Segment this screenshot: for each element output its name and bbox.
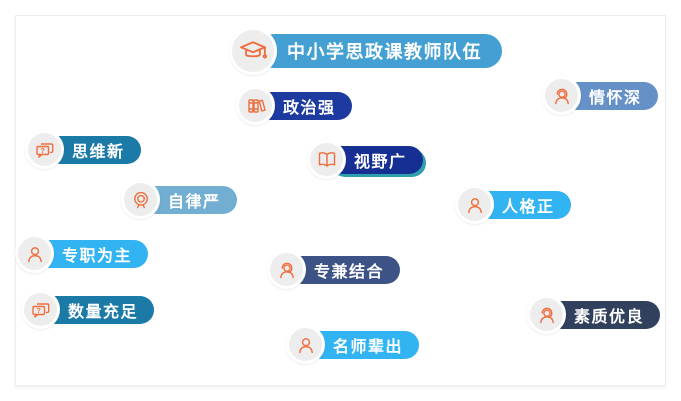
- badge-new-thinking: ? 思维新: [25, 130, 141, 169]
- badge-famous-teachers: 名师辈出: [286, 325, 420, 364]
- chat-question-icon: ?: [21, 290, 60, 329]
- badge-teacher-team: 中小学思政课教师队伍: [229, 27, 502, 75]
- badge-label: 数量充足: [42, 295, 155, 324]
- user-icon: [455, 185, 494, 224]
- badge-broad-vision: 视野广: [307, 140, 423, 179]
- badge-label: 中小学思政课教师队伍: [257, 34, 502, 68]
- user-icon: [286, 325, 325, 364]
- badge-strict-self-discipline: 自律严: [121, 180, 237, 219]
- user-icon: [15, 234, 54, 273]
- badge-sufficient-quantity: ? 数量充足: [21, 290, 155, 329]
- badge-full-and-part-time: 专兼结合: [267, 250, 401, 289]
- badge-mainly-full-time: 专职为主: [15, 234, 149, 273]
- headset-person-icon: [527, 295, 566, 334]
- books-icon: [236, 86, 275, 125]
- headset-person-icon: [542, 76, 581, 115]
- graduation-cap-icon: [229, 27, 277, 75]
- medal-icon: [121, 180, 160, 219]
- badge-upright-personality: 人格正: [455, 185, 571, 224]
- badge-label: 专职为主: [36, 239, 149, 268]
- badge-label: 专兼结合: [288, 255, 401, 284]
- headset-person-icon: [267, 250, 306, 289]
- svg-text:?: ?: [40, 145, 45, 154]
- badge-political-strength: 政治强: [236, 86, 352, 125]
- badge-label: 情怀深: [563, 81, 658, 110]
- open-book-icon: [307, 140, 346, 179]
- badge-label: 名师辈出: [307, 330, 420, 359]
- badge-deep-feelings: 情怀深: [542, 76, 658, 115]
- chat-question-icon: ?: [25, 130, 64, 169]
- badge-excellent-quality: 素质优良: [527, 295, 661, 334]
- svg-text:?: ?: [36, 305, 41, 314]
- badge-label: 素质优良: [548, 300, 661, 329]
